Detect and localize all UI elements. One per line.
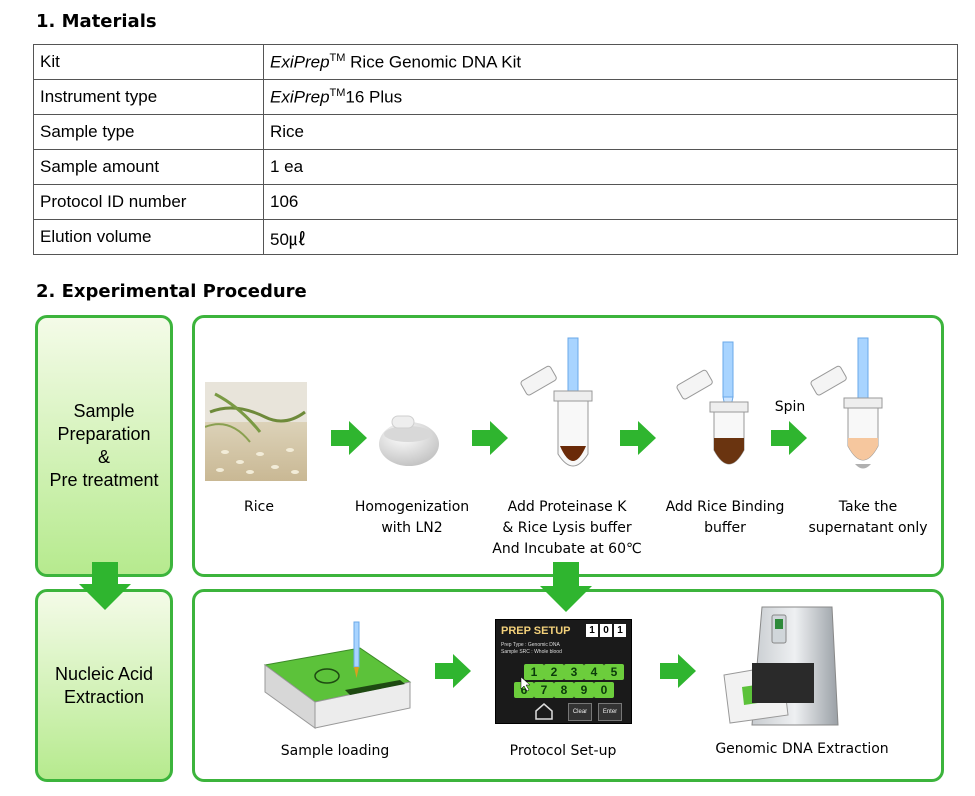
right-arrow-icon [660,654,696,688]
key-1[interactable]: 1 [524,664,544,680]
row-label: Kit [33,44,264,80]
prep-setup-screen: PREP SETUP 1 0 1 Prep Type : Genomic DNA… [495,619,632,724]
protocol-id-display: 1 0 1 [586,624,626,637]
spin-label: Spin [774,399,806,415]
screen-line: Sample SRC : Whole blood [501,649,562,655]
tube-binding-icon [676,341,749,465]
table-row: Sample type Rice [33,114,958,150]
clear-button[interactable]: Clear [568,703,592,721]
down-arrow-icon [540,562,592,612]
materials-table: Kit ExiPrepTM Rice Genomic DNA Kit Instr… [33,44,958,255]
row-value: 50㎕ [263,219,958,255]
cursor-icon [520,676,531,692]
right-arrow-icon [771,421,807,455]
rice-image [205,382,307,481]
step-label: Protocol Set-up [509,743,617,759]
mortar-pestle-icon [379,415,439,466]
right-arrow-icon [435,654,471,688]
materials-heading: 1. Materials [36,11,157,32]
row-label: Elution volume [33,219,264,255]
stage-prep-panel: Sample Preparation & Pre treatment [35,315,173,577]
key-0[interactable]: 0 [594,682,614,698]
key-8[interactable]: 8 [554,682,574,698]
home-icon[interactable] [534,702,554,720]
row-value: ExiPrepTM16 Plus [263,79,958,115]
step-label: Sample loading [280,743,390,759]
right-arrow-icon [331,421,367,455]
table-row: Elution volume 50㎕ [33,219,958,255]
procedure-heading: 2. Experimental Procedure [36,281,307,302]
row-value: 106 [263,184,958,220]
step-label: Genomic DNA Extraction [715,741,889,757]
screen-title: PREP SETUP [501,625,571,637]
right-arrow-icon [620,421,656,455]
row-label: Sample amount [33,149,264,185]
down-arrow-icon [79,562,131,610]
row-label: Protocol ID number [33,184,264,220]
table-row: Protocol ID number 106 [33,184,958,220]
screen-line: Prep Type : Genomic DNA [501,642,560,648]
key-6[interactable]: 6 [514,682,534,698]
key-3[interactable]: 3 [564,664,584,680]
cartridge-icon [263,621,412,729]
enter-button[interactable]: Enter [598,703,622,721]
table-row: Kit ExiPrepTM Rice Genomic DNA Kit [33,44,958,80]
key-9[interactable]: 9 [574,682,594,698]
step-label: Rice [244,499,274,515]
row-value: ExiPrepTM Rice Genomic DNA Kit [263,44,958,80]
tube-supernatant-icon [810,337,883,469]
table-row: Sample amount 1 ea [33,149,958,185]
stage-extraction-panel: Nucleic Acid Extraction [35,589,173,782]
key-2[interactable]: 2 [544,664,564,680]
key-5[interactable]: 5 [604,664,624,680]
table-row: Instrument type ExiPrepTM16 Plus [33,79,958,115]
tube-lysis-icon [520,337,593,467]
key-7[interactable]: 7 [534,682,554,698]
row-label: Sample type [33,114,264,150]
row-label: Instrument type [33,79,264,115]
row-value: 1 ea [263,149,958,185]
row-value: Rice [263,114,958,150]
instrument-icon [723,606,839,726]
key-4[interactable]: 4 [584,664,604,680]
right-arrow-icon [472,421,508,455]
